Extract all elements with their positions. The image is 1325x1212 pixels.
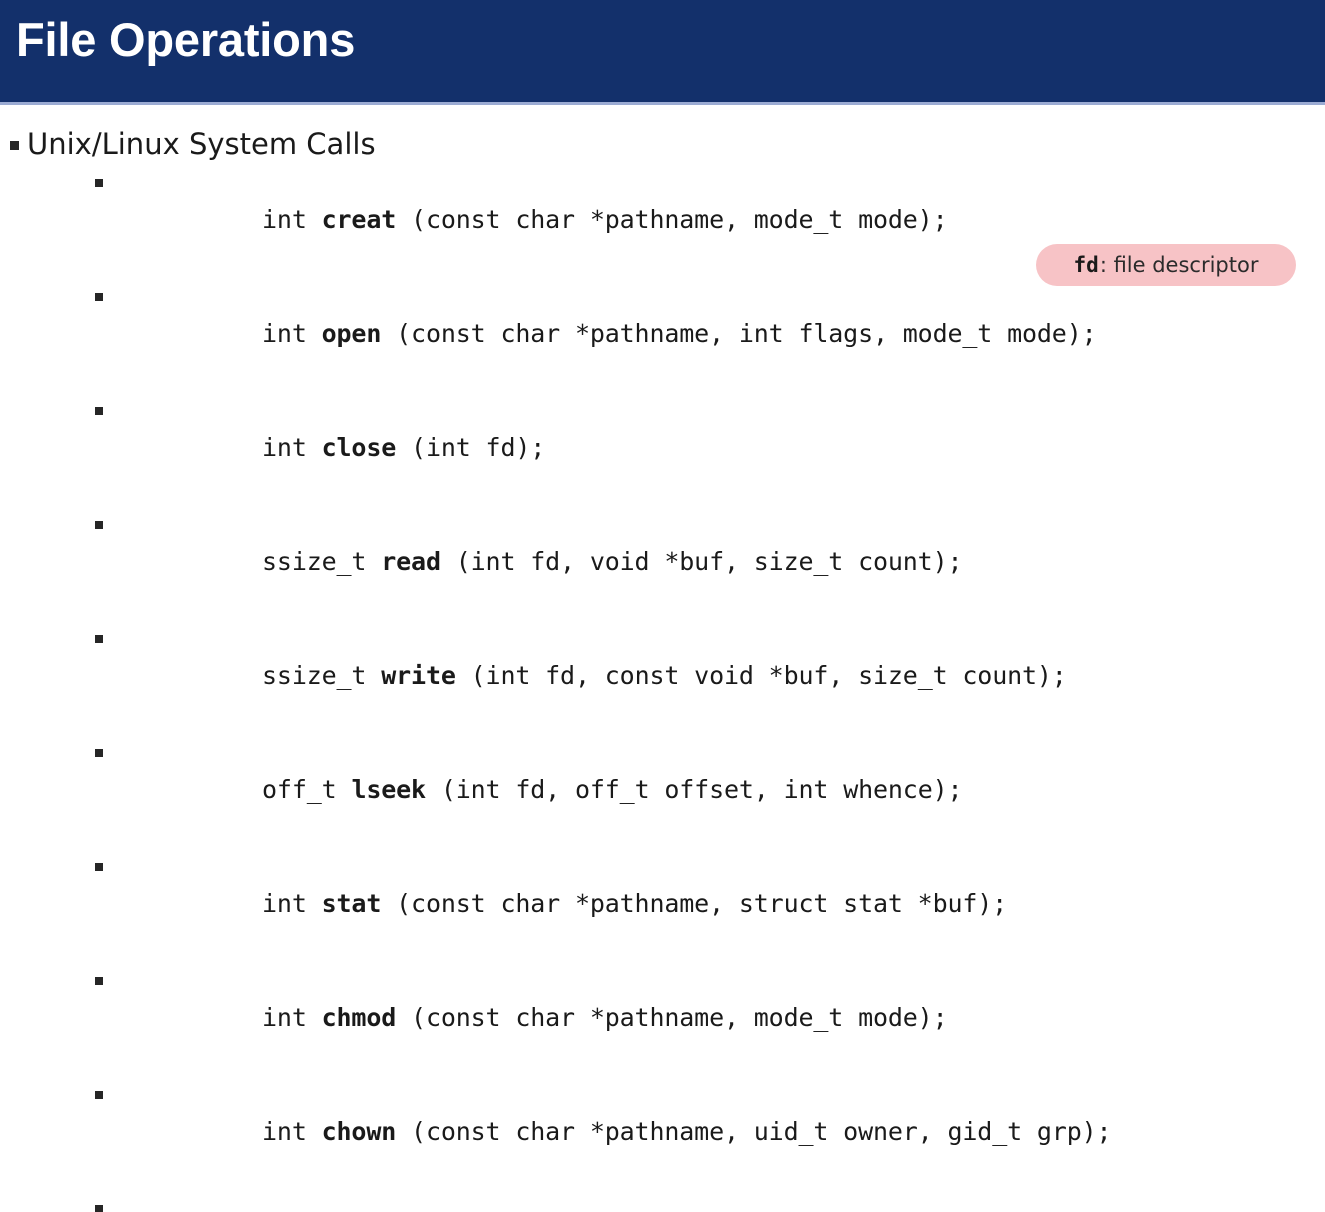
syscall-name: chmod xyxy=(321,1003,397,1032)
syscall-item-chown: int chown (const char *pathname, uid_t o… xyxy=(27,1075,1325,1189)
bullet-list: Unix/Linux System Calls int creat (const… xyxy=(0,125,1325,1212)
syscall-args: (const char *pathname, uid_t owner, gid_… xyxy=(396,1117,1112,1146)
syscall-name: write xyxy=(381,661,456,690)
syscall-return-type: int xyxy=(262,889,322,918)
syscall-item-flock: int flock (int fd, int operation); xyxy=(27,1189,1325,1212)
syscall-item-stat: int stat (const char *pathname, struct s… xyxy=(27,847,1325,961)
callout-term: fd xyxy=(1073,253,1099,277)
slide-header-band xyxy=(0,0,1325,102)
syscall-item-open: int open (const char *pathname, int flag… xyxy=(27,277,1325,391)
square-bullet-icon xyxy=(95,749,103,757)
square-bullet-icon xyxy=(95,407,103,415)
syscall-args: (const char *pathname, mode_t mode); xyxy=(396,205,948,234)
syscall-return-type: ssize_t xyxy=(262,661,382,690)
square-bullet-icon xyxy=(95,1091,103,1099)
syscall-item-chmod: int chmod (const char *pathname, mode_t … xyxy=(27,961,1325,1075)
square-bullet-icon xyxy=(95,977,103,985)
square-bullet-icon xyxy=(95,293,103,301)
syscall-name: creat xyxy=(321,205,397,234)
bullet-level1-unix-linux-system-calls: Unix/Linux System Calls int creat (const… xyxy=(0,125,1325,1212)
syscall-item-close: int close (int fd); xyxy=(27,391,1325,505)
syscall-args: (int fd, const void *buf, size_t count); xyxy=(455,661,1067,690)
syscall-name: close xyxy=(321,433,397,462)
syscall-name: open xyxy=(321,319,382,348)
syscall-args: (int fd, void *buf, size_t count); xyxy=(440,547,963,576)
syscall-args: (const char *pathname, int flags, mode_t… xyxy=(381,319,1097,348)
syscall-return-type: int xyxy=(262,205,322,234)
syscall-return-type: int xyxy=(262,319,322,348)
syscall-name: lseek xyxy=(351,775,426,804)
syscall-args: (const char *pathname, mode_t mode); xyxy=(396,1003,948,1032)
syscall-return-type: int xyxy=(262,433,322,462)
syscall-return-type: int xyxy=(262,1003,322,1032)
syscall-item-read: ssize_t read (int fd, void *buf, size_t … xyxy=(27,505,1325,619)
syscall-name: read xyxy=(381,547,441,576)
callout-description: : file descriptor xyxy=(1099,253,1259,277)
syscall-return-type: ssize_t xyxy=(262,547,382,576)
page-title: File Operations xyxy=(16,13,356,66)
syscall-item-lseek: off_t lseek (int fd, off_t offset, int w… xyxy=(27,733,1325,847)
square-bullet-icon xyxy=(95,1205,103,1212)
syscall-name: stat xyxy=(321,889,382,918)
syscall-return-type: int xyxy=(262,1117,322,1146)
square-bullet-icon xyxy=(95,863,103,871)
square-bullet-icon xyxy=(95,521,103,529)
syscall-args: (int fd, off_t offset, int whence); xyxy=(425,775,963,804)
slide-header-underline xyxy=(0,102,1325,105)
square-bullet-icon xyxy=(10,141,19,150)
callout-badge-fd: fd: file descriptor xyxy=(1036,244,1296,286)
square-bullet-icon xyxy=(95,179,103,187)
syscall-list: int creat (const char *pathname, mode_t … xyxy=(27,163,1325,1212)
syscall-args: (const char *pathname, struct stat *buf)… xyxy=(381,889,1008,918)
bullet-level1-label: Unix/Linux System Calls xyxy=(27,127,376,161)
syscall-return-type: off_t xyxy=(262,775,352,804)
syscall-args: (int fd); xyxy=(396,433,546,462)
square-bullet-icon xyxy=(95,635,103,643)
syscall-name: chown xyxy=(321,1117,397,1146)
syscall-item-creat: int creat (const char *pathname, mode_t … xyxy=(27,163,1325,277)
slide-body: Unix/Linux System Calls int creat (const… xyxy=(0,103,1325,1212)
syscall-item-write: ssize_t write (int fd, const void *buf, … xyxy=(27,619,1325,733)
